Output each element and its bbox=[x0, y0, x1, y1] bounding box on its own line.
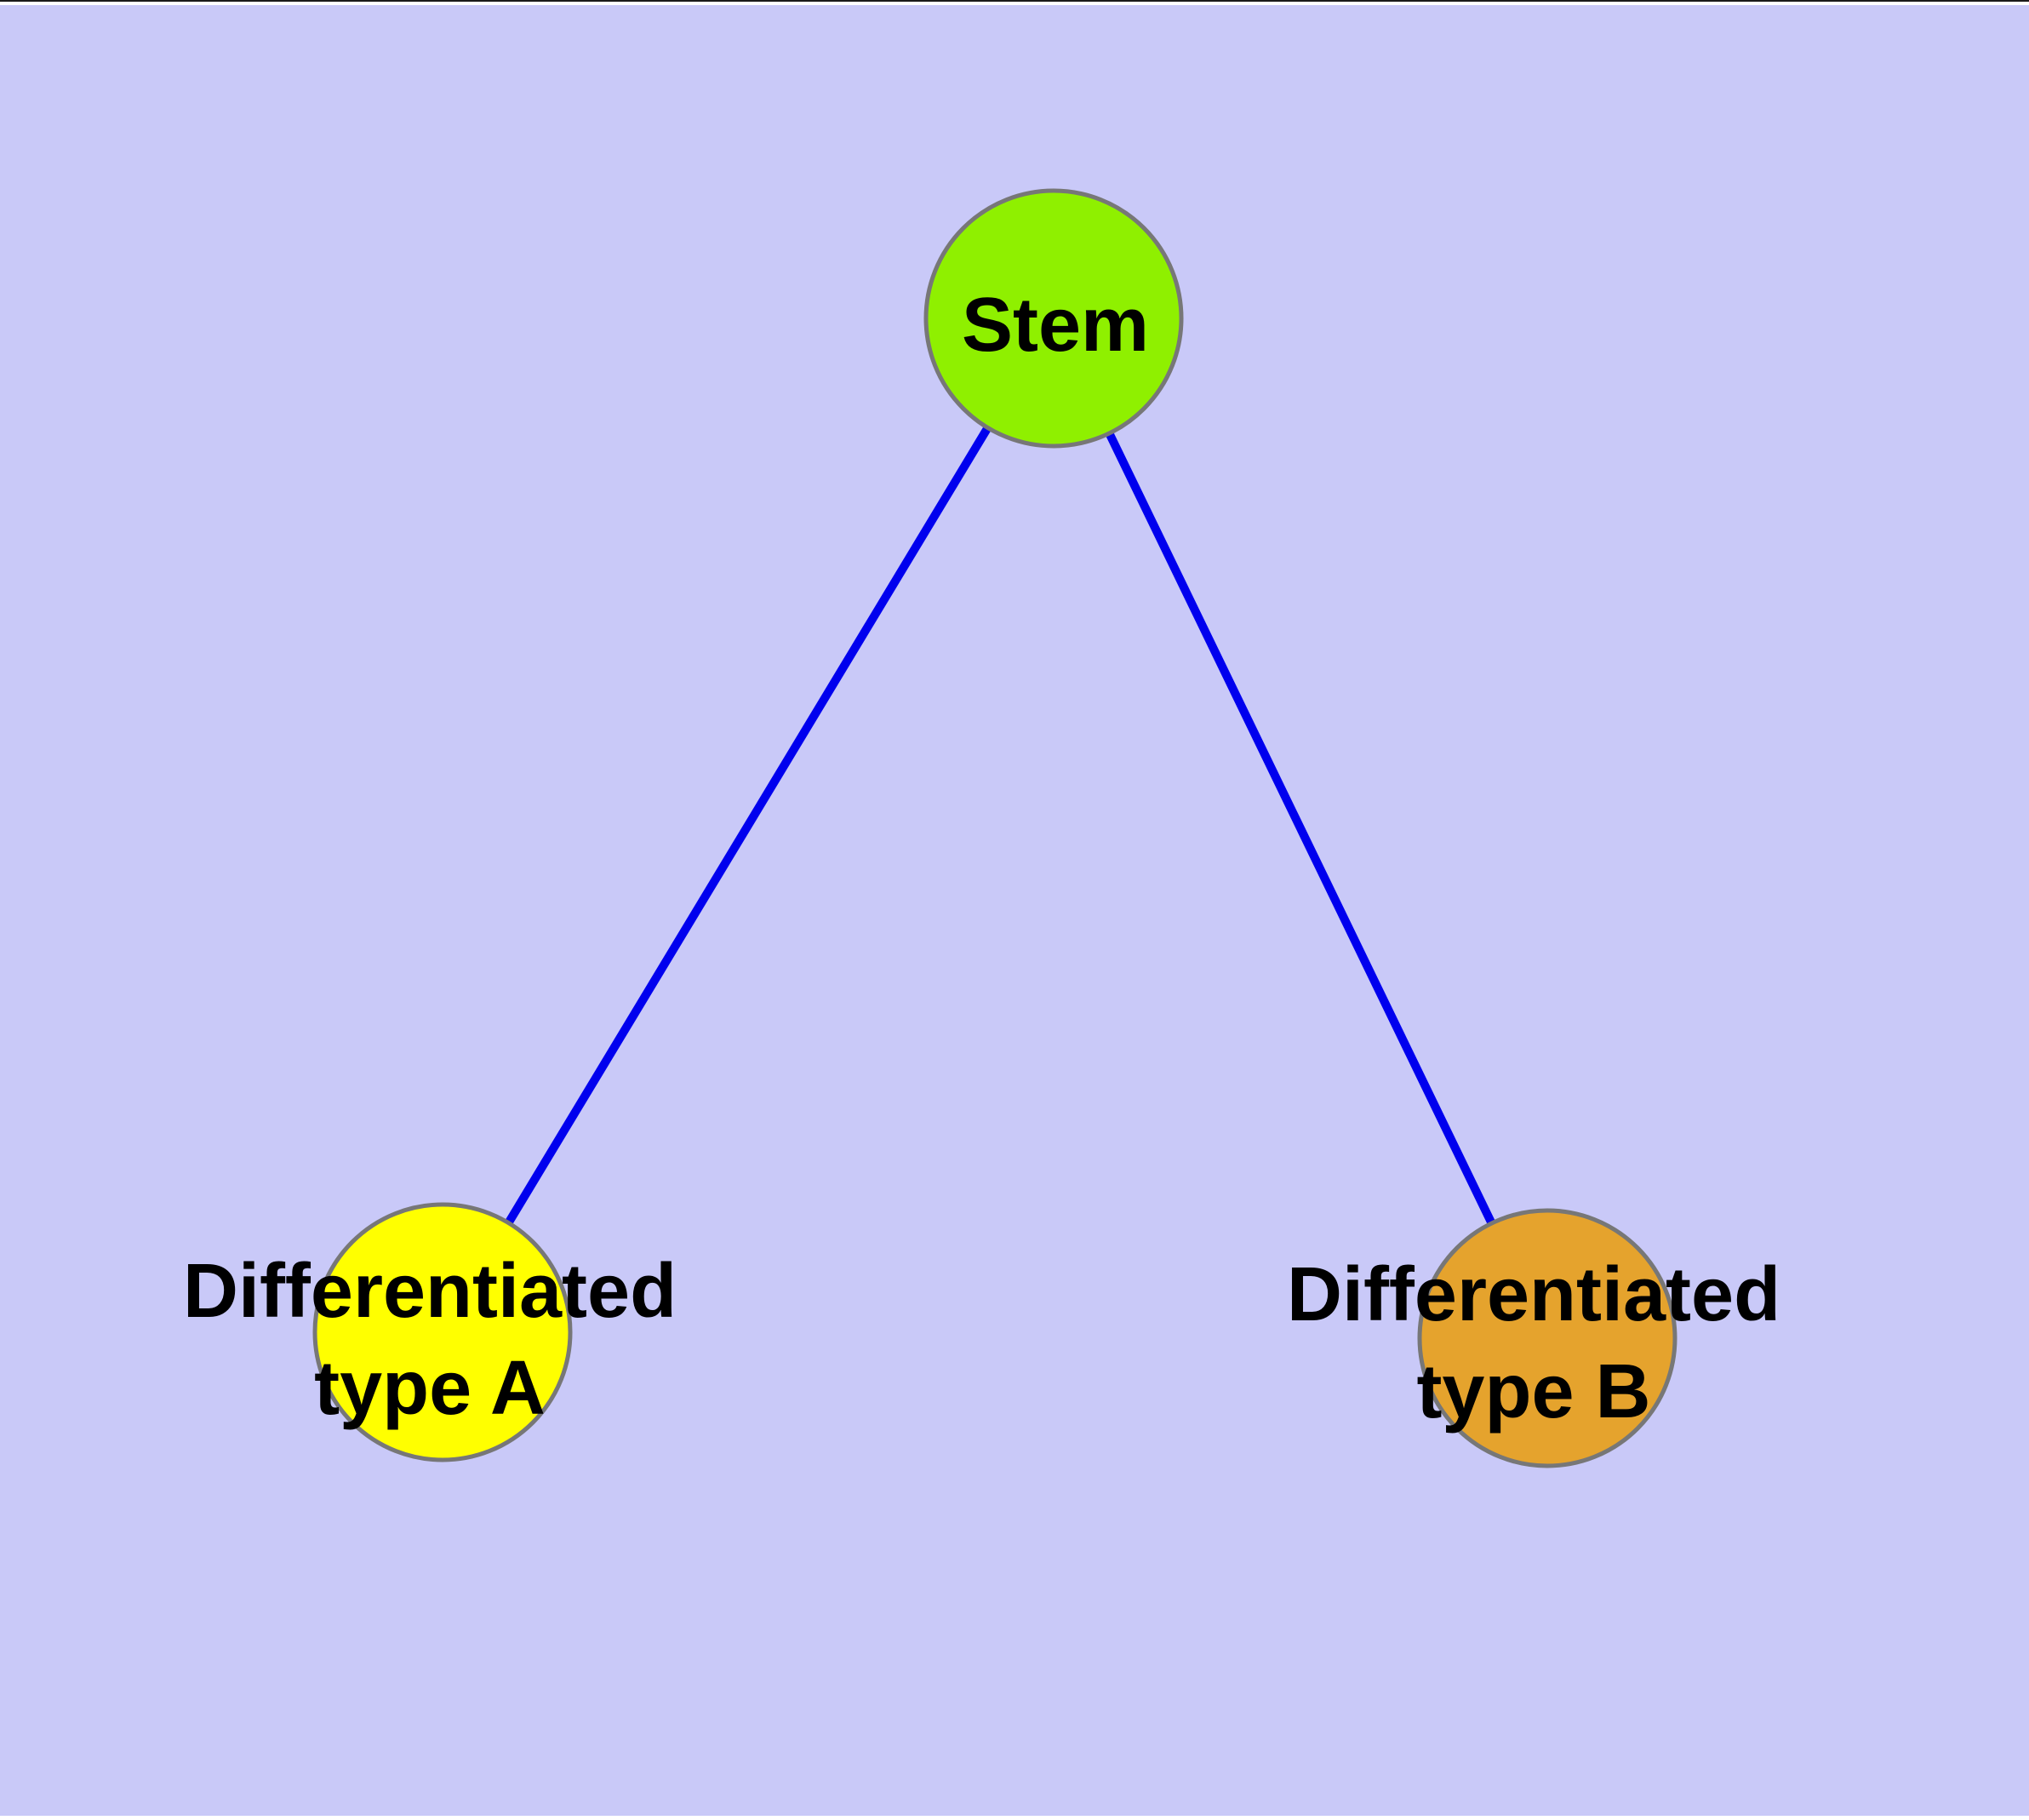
edge-stem-to-type-b bbox=[1049, 316, 1552, 1341]
node-stem-circle bbox=[923, 188, 1184, 449]
edge-stem-to-type-a bbox=[438, 316, 1058, 1335]
diagram-canvas: Stem Differentiated type A Differentiate… bbox=[0, 5, 2029, 1816]
node-type-b-label: Differentiated type B bbox=[1286, 1252, 1781, 1434]
window-top-edge bbox=[0, 0, 2029, 2]
diagram-graphic bbox=[312, 188, 1677, 1468]
node-type-b-circle bbox=[1417, 1208, 1677, 1468]
node-type-a-circle bbox=[312, 1202, 573, 1462]
node-stem-label: Stem bbox=[961, 283, 1150, 368]
node-type-a-label: Differentiated type A bbox=[182, 1249, 677, 1431]
